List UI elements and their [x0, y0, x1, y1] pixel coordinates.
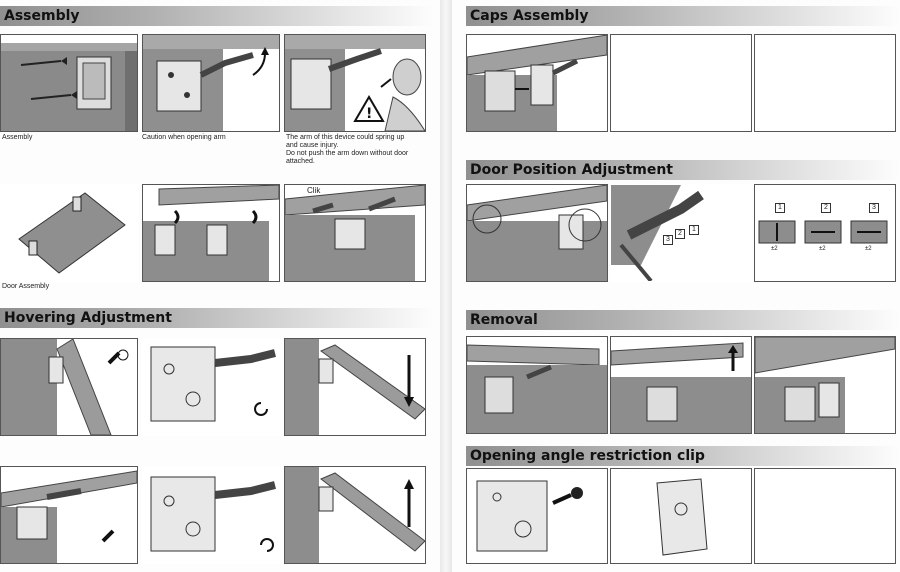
- caption-caution: Caution when opening arm: [142, 134, 226, 141]
- adjust-step-2: 2: [821, 203, 831, 213]
- panel-click-door: Clik: [284, 184, 426, 282]
- panel-warning-injury: !: [284, 34, 426, 132]
- panel-hover-2: [284, 338, 426, 436]
- panel-removal-1: [466, 336, 608, 434]
- adjust-step-3: 3: [869, 203, 879, 213]
- section-title-assembly: Assembly: [0, 6, 434, 26]
- panel-cabinet-assembly: [0, 34, 138, 132]
- adjust-step-1: 1: [775, 203, 785, 213]
- tolerance-2: ±2: [819, 246, 826, 252]
- page-gutter: [440, 0, 452, 572]
- caption-warning-line4: attached.: [286, 158, 315, 165]
- tolerance-1: ±2: [771, 246, 778, 252]
- panel-restriction-2: [610, 468, 752, 564]
- panel-hover-mechanism-2: [142, 466, 280, 564]
- panel-hover-3: [0, 466, 138, 564]
- caption-warning: The arm of this device could spring up a…: [286, 134, 436, 166]
- panel-removal-2: [610, 336, 752, 434]
- panel-hover-mechanism-1: [142, 338, 280, 436]
- tolerance-3: ±2: [865, 246, 872, 252]
- caption-warning-line3: Do not push the arm down without door: [286, 150, 409, 157]
- panel-removal-3: [754, 336, 896, 434]
- panel-door-position-1: [466, 184, 608, 282]
- panel-restriction-1: [466, 468, 608, 564]
- panel-caps-empty-1: [610, 34, 752, 132]
- panel-restriction-empty: [754, 468, 896, 564]
- panel-door-position-2: 3 2 1: [610, 184, 752, 282]
- caption-assembly: Assembly: [2, 134, 33, 141]
- panel-caps-empty-2: [754, 34, 896, 132]
- panel-door-assembly: [0, 184, 138, 282]
- caption-warning-line1: The arm of this device could spring up: [286, 134, 405, 141]
- click-label: Clik: [307, 186, 321, 195]
- panel-caps: [466, 34, 608, 132]
- panel-door-position-3: 1 2 3 ±2 ±2 ±2: [754, 184, 896, 282]
- section-title-removal: Removal: [466, 310, 900, 330]
- panel-caution-arm: [142, 34, 280, 132]
- section-title-door-position: Door Position Adjustment: [466, 160, 900, 180]
- caption-warning-line2: and cause injury.: [286, 142, 339, 149]
- section-title-hovering: Hovering Adjustment: [0, 308, 434, 328]
- step-3-badge: 3: [663, 235, 673, 245]
- panel-door-attach: [142, 184, 280, 282]
- step-2-badge: 2: [675, 229, 685, 239]
- caption-door-assembly: Door Assembly: [2, 283, 50, 290]
- section-title-restriction: Opening angle restriction clip: [466, 446, 900, 466]
- panel-hover-1: [0, 338, 138, 436]
- section-title-caps: Caps Assembly: [466, 6, 900, 26]
- svg-text:!: !: [366, 106, 372, 122]
- step-1-badge: 1: [689, 225, 699, 235]
- panel-hover-4: [284, 466, 426, 564]
